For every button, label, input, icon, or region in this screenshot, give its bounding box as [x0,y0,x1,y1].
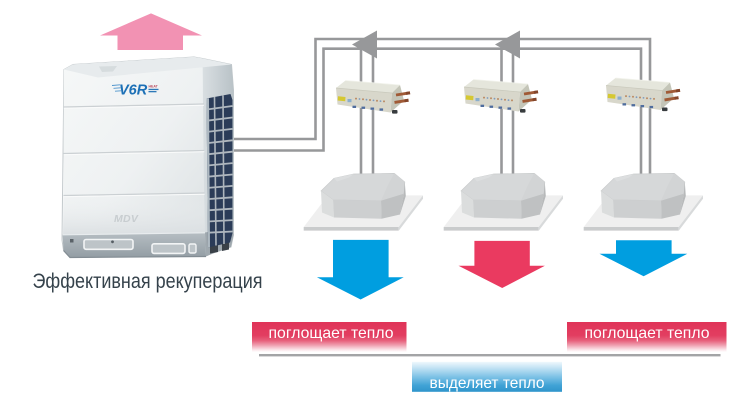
svg-text:HEAT: HEAT [149,84,159,88]
svg-text:MDV: MDV [114,213,139,225]
svg-text:V6R: V6R [119,83,148,99]
svg-text:поглощает тепло: поглощает тепло [269,325,394,342]
svg-text:Эффективная рекуперация: Эффективная рекуперация [33,269,263,293]
svg-text:поглощает тепло: поглощает тепло [585,325,710,342]
svg-text:выделяет тепло: выделяет тепло [430,375,545,392]
